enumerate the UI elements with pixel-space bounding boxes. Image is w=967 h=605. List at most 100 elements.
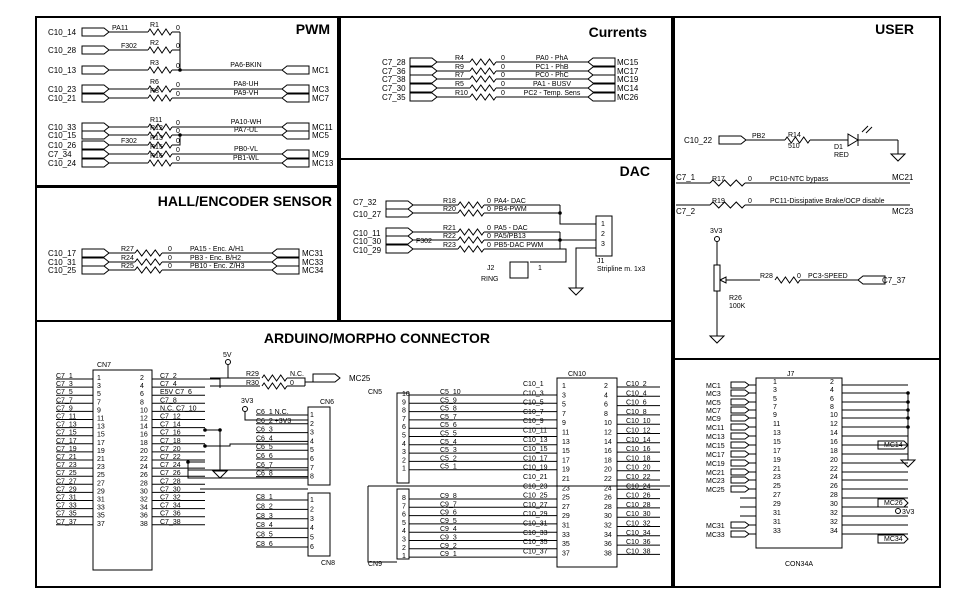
- pwm-mc-label: MC1: [312, 66, 329, 75]
- cn7-right-net: C7_14: [160, 422, 181, 429]
- dac-port-label: C7_32: [353, 198, 377, 207]
- led-color-label: RED: [834, 152, 849, 159]
- con34-right-pin: 6: [830, 396, 834, 403]
- cn6-connector-body: [307, 406, 331, 486]
- pwm-resistor-value: 0: [176, 120, 180, 127]
- j1-desc-label: Stripline m. 1x3: [597, 266, 645, 273]
- pwm-port-label: C10_15: [48, 131, 77, 140]
- mc25-label: MC25: [349, 374, 371, 383]
- cn10-left-pin: 27: [562, 504, 570, 511]
- cn6-net-label: C6_7: [256, 462, 273, 469]
- cn10-left-net: C10_19: [523, 465, 548, 472]
- dac-resistor-value: 0: [487, 225, 491, 232]
- cn10-left-net: C10_21: [523, 474, 548, 481]
- junction-dot: [906, 416, 910, 420]
- junction-dot: [186, 460, 190, 464]
- pwm-resistor-ref: R1: [150, 22, 159, 29]
- speed-supply-label: 3V3: [710, 228, 723, 235]
- pwm-resistor-ref: R12: [150, 125, 163, 132]
- port-tag: [81, 45, 110, 55]
- brake-resistor-ref: R19: [712, 198, 725, 205]
- currents-port-label: C7_38: [382, 75, 406, 84]
- con34-left-pin: 19: [773, 457, 781, 464]
- pwm-resistor-ref: R3: [150, 60, 159, 67]
- con34-left-net: MC11: [706, 425, 724, 432]
- cn9-net-label: C9_7: [440, 501, 457, 508]
- resistor-symbol: [147, 66, 173, 74]
- brake-resistor-value: 0: [748, 198, 752, 205]
- pot-ref-label: R26: [729, 295, 742, 302]
- cn10-left-net: C10_11: [523, 428, 547, 435]
- pwm-resistor-ref: R15: [150, 144, 163, 151]
- cn5-pin-number: 4: [402, 441, 406, 448]
- con34-right-pin: 22: [830, 466, 838, 473]
- cn6-net-label: C6_8: [256, 471, 273, 478]
- cn9-pin-number: 5: [402, 520, 406, 527]
- cn7-left-net: C7_17: [56, 438, 77, 445]
- pwm-mc-label: MC13: [312, 159, 334, 168]
- cn9-net-label: C9_2: [440, 543, 457, 550]
- junction-dot: [558, 211, 562, 215]
- cn5-pin-number: 8: [402, 408, 406, 415]
- cn10-left-net: C10_17: [523, 455, 548, 462]
- cn10-right-pin: 12: [604, 430, 612, 437]
- mc34-label: MC34: [884, 536, 903, 543]
- pwm-mc-label: MC7: [312, 94, 329, 103]
- cn10-left-net: C10_35: [523, 539, 548, 546]
- supply-3v3-terminal: [242, 406, 248, 412]
- cn5-net-label: C5_7: [440, 414, 457, 421]
- port-tag: [81, 84, 110, 94]
- resistor-symbol: [457, 209, 485, 217]
- cn10-left-net: C10_13: [523, 437, 548, 444]
- port-tag: [281, 122, 310, 132]
- dac-resistor-value: 0: [487, 233, 491, 240]
- port-tag: [857, 275, 886, 285]
- currents-net-label: PC2 - Temp. Sens: [524, 90, 581, 97]
- led-diode-symbol: [847, 133, 859, 147]
- cn10-left-pin: 11: [562, 430, 569, 437]
- port-tag: [587, 92, 616, 102]
- cn7-right-net: C7_34: [160, 503, 181, 510]
- con34-right-pin: 26: [830, 483, 838, 490]
- cn7-left-pin: 19: [97, 448, 105, 455]
- con34-left-net: MC17: [706, 452, 725, 459]
- cn10-right-net: C10_14: [626, 437, 651, 444]
- port-tag: [81, 130, 110, 140]
- pwm-net-label: PB1-WL: [233, 155, 259, 162]
- resistor-symbol: [469, 75, 497, 83]
- port-tag: [409, 66, 438, 76]
- cn7-wire: [187, 470, 308, 479]
- cn6-pin-number: 1: [310, 412, 314, 419]
- con34-left-pin: 3: [773, 387, 777, 394]
- cn8-net-label: C8_2: [256, 503, 273, 510]
- speed-port-label: C7_37: [882, 276, 906, 285]
- port-tag: [718, 135, 747, 145]
- con34-left-net: MC23: [706, 478, 725, 485]
- port-tag: [385, 235, 414, 245]
- cn10-right-net: C10_22: [626, 474, 651, 481]
- con34-left-net: MC15: [706, 443, 725, 450]
- dac-pin-label: F302: [416, 238, 432, 245]
- r30-ref-label: R30: [246, 380, 259, 387]
- con34-left-pin: 31: [773, 519, 781, 526]
- con34-left-pin: 23: [773, 474, 781, 481]
- pwm-mc-label: MC9: [312, 150, 329, 159]
- con34-left-pin: 15: [773, 439, 781, 446]
- port-tag: [312, 373, 341, 383]
- currents-net-label: PC1 - PhB: [535, 64, 568, 71]
- pwm-pin-label: F302: [121, 43, 137, 50]
- con34-port-tag: [730, 459, 750, 467]
- supply-terminal: [714, 236, 720, 242]
- con34-right-pin: 2: [830, 379, 834, 386]
- ntc-net-label: PC10-NTC bypass: [770, 176, 829, 183]
- port-tag: [81, 248, 110, 258]
- cn7-left-net: C7_1: [56, 373, 73, 380]
- ground-symbol: [567, 287, 585, 296]
- junction-dot: [906, 391, 910, 395]
- cn9-pin-number: 4: [402, 528, 406, 535]
- resistor-symbol: [709, 201, 746, 209]
- cn7-right-pin: 26: [140, 472, 148, 479]
- mc14-label: MC14: [884, 442, 903, 449]
